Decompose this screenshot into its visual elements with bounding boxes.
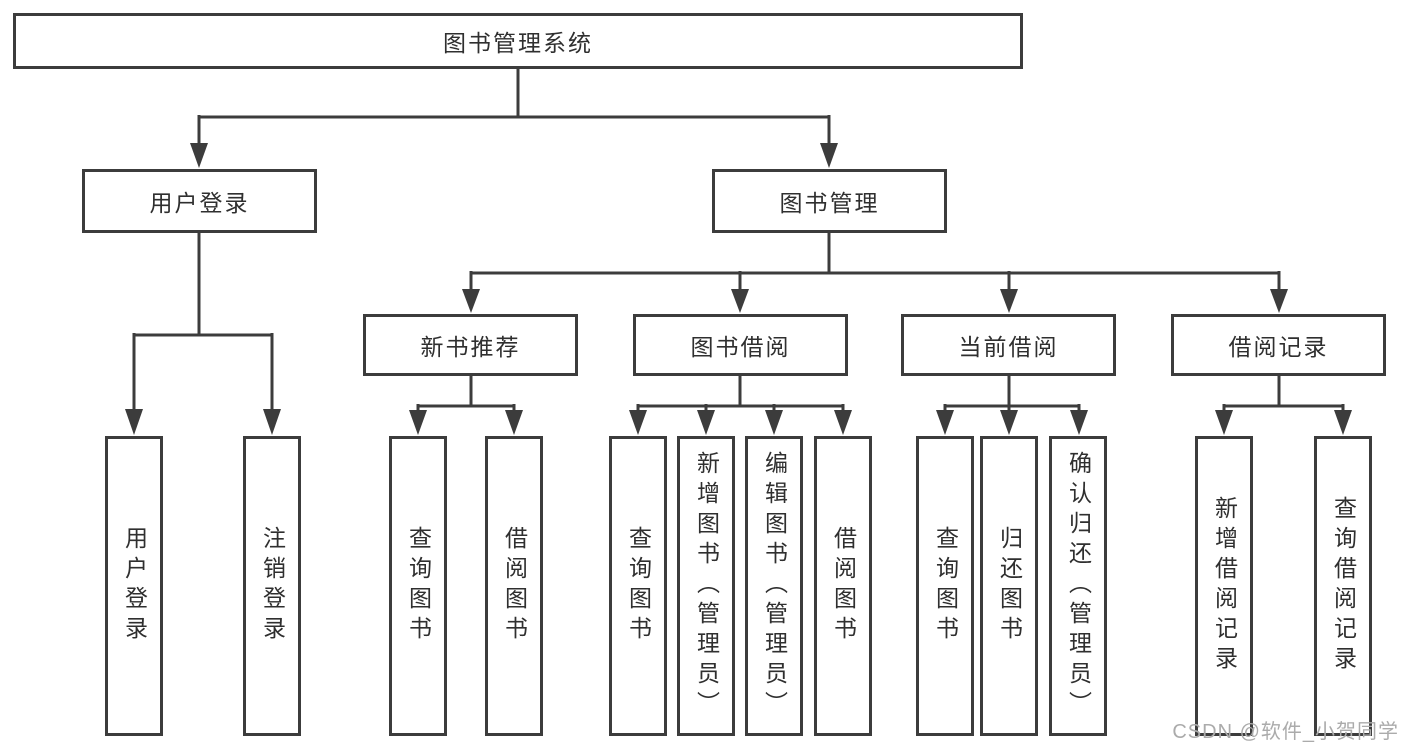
node-new-book-recommendation: 新书推荐 <box>363 314 578 376</box>
leaf-query-borrow-record: 查询借阅记录 <box>1314 436 1372 736</box>
leaf-confirm-return-admin-label: 确认归还（管理员） <box>1065 451 1092 721</box>
leaf-query-books-current-label: 查询图书 <box>932 526 959 646</box>
leaf-borrow-books-recommend: 借阅图书 <box>485 436 543 736</box>
leaf-confirm-return-admin: 确认归还（管理员） <box>1049 436 1107 736</box>
leaf-user-login-label: 用户登录 <box>121 526 148 646</box>
node-root: 图书管理系统 <box>13 13 1023 69</box>
leaf-edit-book-admin-label: 编辑图书（管理员） <box>761 451 788 721</box>
leaf-logout: 注销登录 <box>243 436 301 736</box>
leaf-borrow-books-recommend-label: 借阅图书 <box>501 526 528 646</box>
watermark: CSDN @软件_小贺同学 <box>1172 721 1399 743</box>
leaf-logout-label: 注销登录 <box>259 526 286 646</box>
leaf-edit-book-admin: 编辑图书（管理员） <box>745 436 803 736</box>
leaf-query-books-borrowing-label: 查询图书 <box>625 526 652 646</box>
leaf-user-login: 用户登录 <box>105 436 163 736</box>
leaf-add-book-admin-label: 新增图书（管理员） <box>693 451 720 721</box>
leaf-query-borrow-record-label: 查询借阅记录 <box>1330 496 1357 676</box>
node-user-login: 用户登录 <box>82 169 317 233</box>
leaf-add-book-admin: 新增图书（管理员） <box>677 436 735 736</box>
leaf-add-borrow-record-label: 新增借阅记录 <box>1211 496 1238 676</box>
node-current-borrowing: 当前借阅 <box>901 314 1116 376</box>
leaf-query-books-recommend-label: 查询图书 <box>405 526 432 646</box>
leaf-borrow-books-borrowing-label: 借阅图书 <box>830 526 857 646</box>
leaf-return-books: 归还图书 <box>980 436 1038 736</box>
node-book-management: 图书管理 <box>712 169 947 233</box>
leaf-add-borrow-record: 新增借阅记录 <box>1195 436 1253 736</box>
leaf-query-books-current: 查询图书 <box>916 436 974 736</box>
leaf-query-books-recommend: 查询图书 <box>389 436 447 736</box>
leaf-borrow-books-borrowing: 借阅图书 <box>814 436 872 736</box>
node-book-borrowing: 图书借阅 <box>633 314 848 376</box>
node-borrowing-records: 借阅记录 <box>1171 314 1386 376</box>
leaf-query-books-borrowing: 查询图书 <box>609 436 667 736</box>
leaf-return-books-label: 归还图书 <box>996 526 1023 646</box>
